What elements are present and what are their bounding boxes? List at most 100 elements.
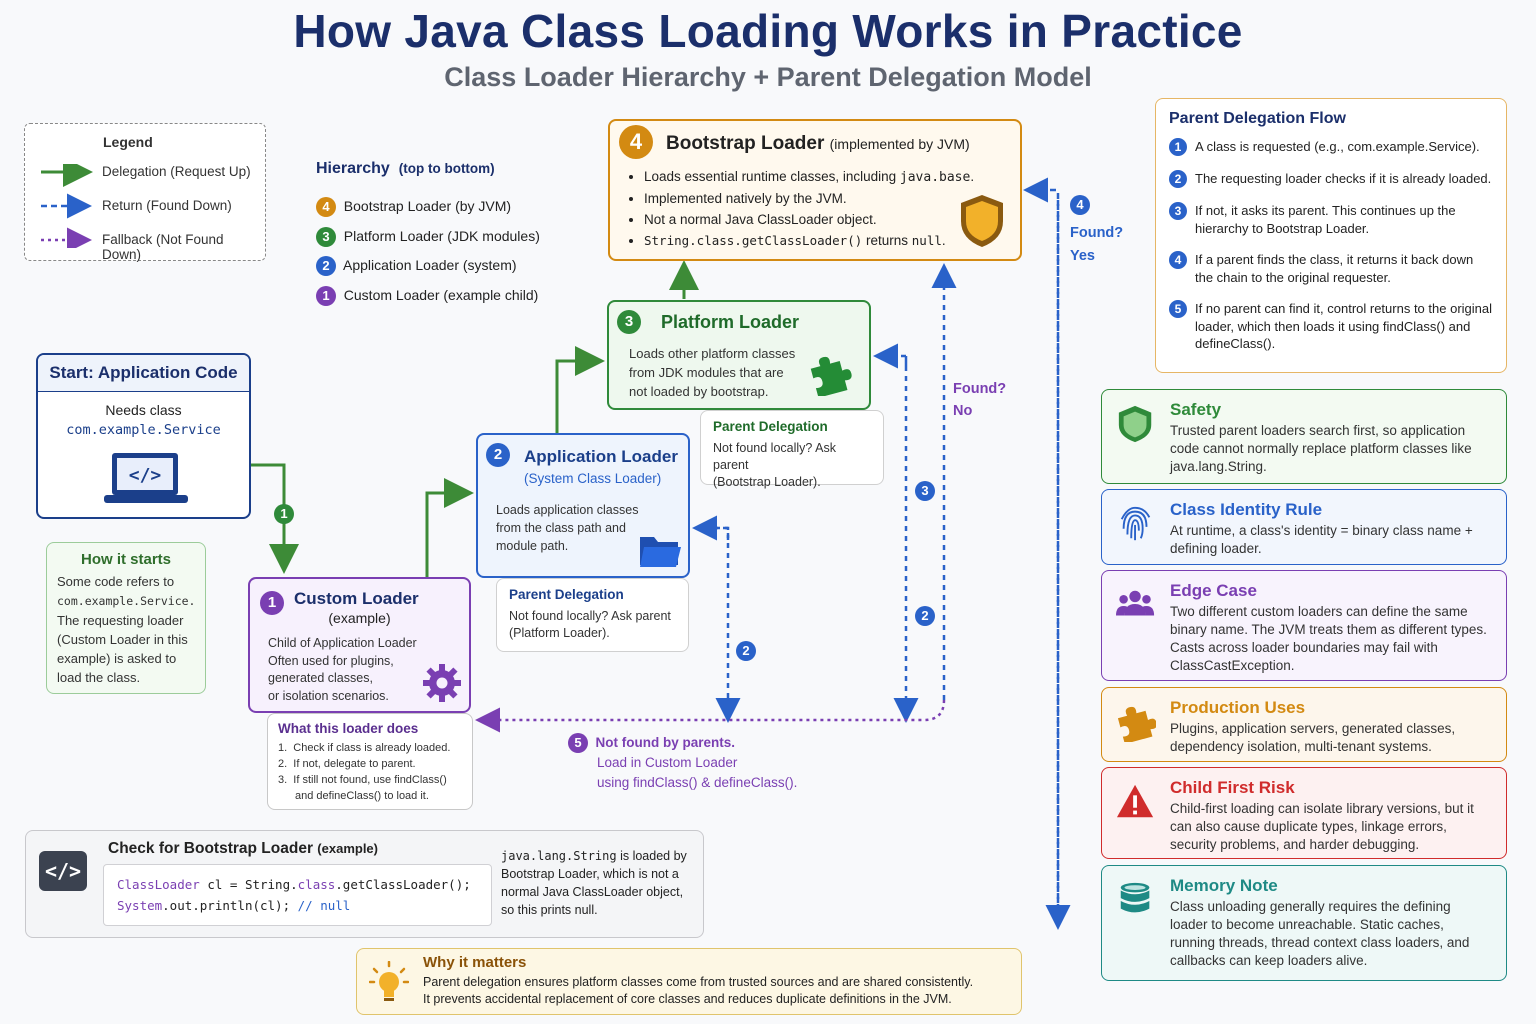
hierarchy-sub: (top to bottom)	[398, 161, 495, 176]
arrow-return-yes	[1023, 177, 1060, 925]
legend: Legend Delegation (Request Up) Return (F…	[24, 123, 266, 262]
why-heading: Why it matters	[423, 954, 527, 971]
how-starts-heading: How it starts	[80, 551, 171, 568]
laptop-code-icon: </>	[104, 453, 188, 503]
app-parent-delegation-note: Parent Delegation Not found locally? Ask…	[496, 578, 689, 652]
what-does-step: 3. If still not found, use findClass()	[278, 774, 447, 786]
what-does-step: 1. Check if class is already loaded.	[278, 742, 451, 754]
custom-sub: (example)	[328, 610, 391, 626]
puzzle-icon	[810, 356, 852, 396]
platform-heading: Platform Loader	[661, 312, 800, 332]
puzzle-icon	[1117, 706, 1156, 742]
custom-line: Child of Application Loader	[268, 636, 417, 650]
flow-step-badge: 2	[1169, 170, 1187, 188]
path-badge-2-app: 2	[736, 641, 756, 661]
check-heading: Check for Bootstrap Loader	[108, 840, 313, 857]
why-it-matters-note: Why it matters Parent delegation ensures…	[356, 948, 1022, 1015]
flow-step-badge: 1	[1169, 138, 1187, 156]
arrow-fallback	[475, 699, 946, 733]
start-heading: Start: Application Code	[38, 355, 249, 392]
app-heading: Application Loader	[524, 447, 678, 466]
how-starts-text: Some code refers to	[57, 574, 175, 589]
app-line: from the class path and	[496, 521, 626, 535]
found-yes-label: 4 Found? Yes	[1070, 195, 1124, 264]
page-title: How Java Class Loading Works in Practice	[293, 5, 1243, 57]
path-badge-2-platform: 2	[915, 606, 935, 626]
bootstrap-bullet: String.class.getClassLoader() returns nu…	[644, 232, 984, 249]
platform-loader-box: 3 Platform Loader Loads other platform c…	[607, 300, 871, 410]
arrow-app-to-platform	[555, 346, 605, 433]
database-icon	[1120, 882, 1150, 913]
bootstrap-bullet: Not a normal Java ClassLoader object.	[644, 211, 984, 228]
how-it-starts-note: How it starts Some code refers to com.ex…	[46, 542, 206, 694]
flow-step-text: A class is requested (e.g., com.example.…	[1195, 139, 1480, 154]
what-loader-does-note: What this loader does 1. Check if class …	[267, 713, 473, 810]
code-snippet: ClassLoader cl = String.class.getClassLo…	[103, 864, 492, 926]
legend-item-delegation: Delegation (Request Up)	[102, 164, 251, 179]
app-sub: (System Class Loader)	[524, 471, 662, 486]
plat-pd-line: (Bootstrap Loader).	[713, 475, 821, 489]
side-card-heading: Memory Note	[1170, 876, 1278, 895]
side-card-text: Class unloading generally requires the d…	[1170, 899, 1470, 968]
bootstrap-bullet: Implemented natively by the JVM.	[644, 190, 984, 207]
side-card-heading: Child First Risk	[1170, 778, 1295, 797]
app-line: Loads application classes	[496, 503, 639, 517]
side-card-text: Two different custom loaders can define …	[1170, 604, 1487, 673]
custom-loader-box: 1 Custom Loader (example) Child of Appli…	[248, 577, 471, 713]
legend-item-return: Return (Found Down)	[102, 198, 232, 213]
app-line: module path.	[496, 539, 569, 553]
legend-heading: Legend	[103, 134, 153, 150]
platform-line: from JDK modules that are	[629, 365, 784, 380]
shield-icon	[1118, 405, 1152, 443]
platform-parent-delegation-note: Parent Delegation Not found locally? Ask…	[700, 410, 884, 489]
custom-line: Often used for plugins,	[268, 653, 394, 668]
side-card-text: Child-first loading can isolate library …	[1170, 801, 1474, 852]
flow-step-text: If not, it asks its parent. This continu…	[1195, 203, 1456, 236]
what-does-step: 2. If not, delegate to parent.	[278, 758, 416, 770]
flow-step-text: The requesting loader checks if it is al…	[1195, 171, 1492, 186]
how-starts-text-b: The requesting loader (Custom Loader in …	[57, 613, 188, 685]
side-card-heading: Safety	[1170, 400, 1222, 419]
bootstrap-badge: 4	[619, 125, 653, 159]
hierarchy-heading: Hierarchy	[316, 160, 390, 177]
bootstrap-bullet: Loads essential runtime classes, includi…	[644, 168, 984, 186]
platform-badge: 3	[617, 310, 641, 334]
side-card-heading: Class Identity Rule	[1170, 500, 1323, 519]
flow-step-badge: 5	[1169, 300, 1187, 318]
fingerprint-icon	[1120, 506, 1151, 541]
shield-icon	[961, 195, 1003, 247]
arrow-return-app	[703, 526, 741, 723]
arrow-start-to-custom	[251, 463, 299, 574]
path-badge-1: 1	[274, 504, 294, 524]
check-explanation: java.lang.String is loaded by Bootstrap …	[501, 849, 687, 917]
plat-pd-heading: Parent Delegation	[713, 419, 828, 434]
start-line: Needs class	[105, 402, 182, 418]
app-pd-heading: Parent Delegation	[509, 587, 624, 602]
hierarchy-item-custom: 1 Custom Loader (example child)	[316, 281, 576, 311]
code-icon: </>	[39, 851, 87, 891]
side-card-text: Plugins, application servers, generated …	[1170, 721, 1456, 754]
application-loader-box: 2 Application Loader (System Class Loade…	[476, 433, 690, 578]
check-sub: (example)	[317, 841, 378, 856]
hierarchy-list: Hierarchy (top to bottom) 4 Bootstrap Lo…	[316, 160, 576, 310]
flow-step: 1 A class is requested (e.g., com.example…	[1169, 138, 1493, 156]
side-card-heading: Production Uses	[1170, 698, 1306, 717]
folder-icon	[640, 537, 681, 567]
why-line: Parent delegation ensures platform class…	[423, 975, 974, 989]
app-badge: 2	[486, 443, 510, 467]
lightbulb-icon	[369, 961, 409, 1001]
warning-icon	[1116, 784, 1154, 818]
not-found-note: 5 Not found by parents. Load in Custom L…	[568, 733, 848, 793]
side-card-heading: Edge Case	[1170, 581, 1257, 600]
plat-pd-line: Not found locally? Ask parent	[713, 441, 836, 472]
app-pd-line: (Platform Loader).	[509, 626, 610, 640]
arrow-custom-to-app	[425, 478, 474, 577]
flow-step-text: If a parent finds the class, it returns …	[1195, 252, 1474, 285]
start-class-name: com.example.Service	[66, 422, 221, 438]
users-icon	[1116, 590, 1155, 616]
